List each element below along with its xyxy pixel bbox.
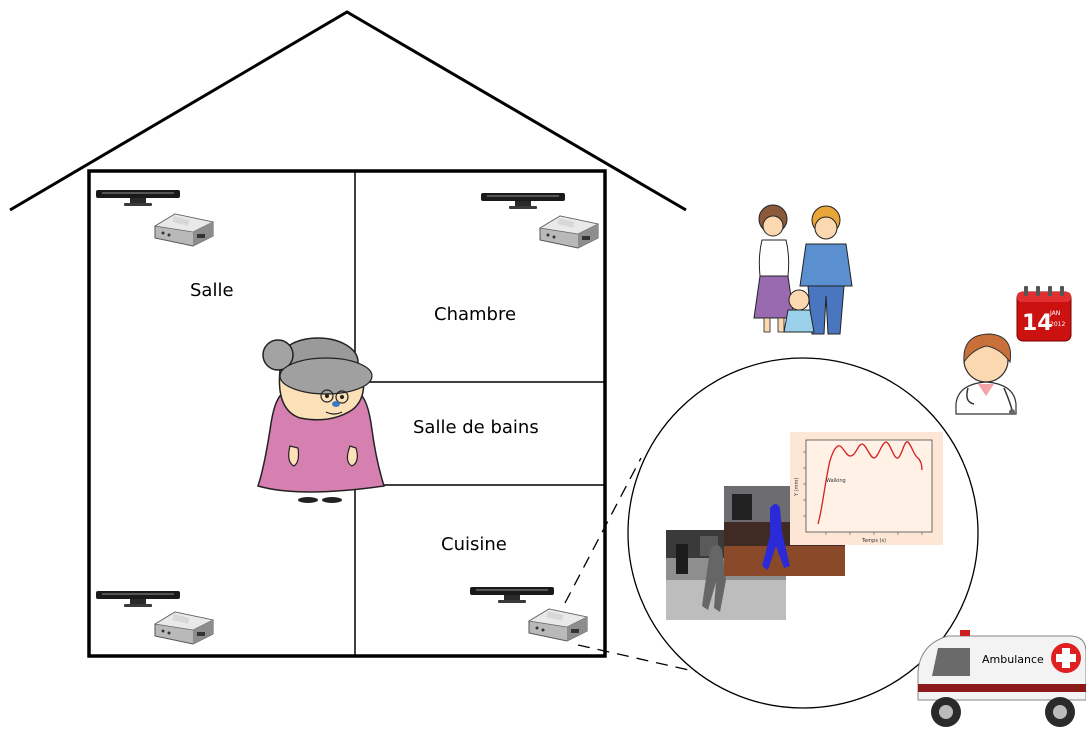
room-label-bathroom: Salle de bains <box>413 417 539 438</box>
room-label-bedroom: Chambre <box>434 304 516 325</box>
calendar-day: 14 <box>1022 311 1053 336</box>
doctor-icon <box>955 333 1017 415</box>
room-label-kitchen: Cuisine <box>441 534 507 555</box>
family-figure <box>753 204 853 335</box>
house-roof <box>9 10 687 212</box>
calendar-year: 2012 <box>1050 321 1065 328</box>
chart-x-label: Temps (s) <box>861 538 886 544</box>
ambulance-label: Ambulance <box>982 653 1044 666</box>
calendar-icon: 14 JAN 2012 <box>1016 286 1072 342</box>
chart-frame: Walking Temps (s) Y (mm) <box>790 432 943 545</box>
chart-y-label: Y (mm) <box>794 478 800 497</box>
zoom-line-bottom <box>577 644 761 687</box>
room-label-living: Salle <box>190 280 234 301</box>
calendar-month: JAN <box>1049 310 1060 317</box>
chart-annotation: Walking <box>826 478 846 484</box>
grandmother-figure <box>257 337 385 503</box>
ambulance-icon: Ambulance <box>917 630 1086 727</box>
zoom-line-top <box>564 457 642 604</box>
